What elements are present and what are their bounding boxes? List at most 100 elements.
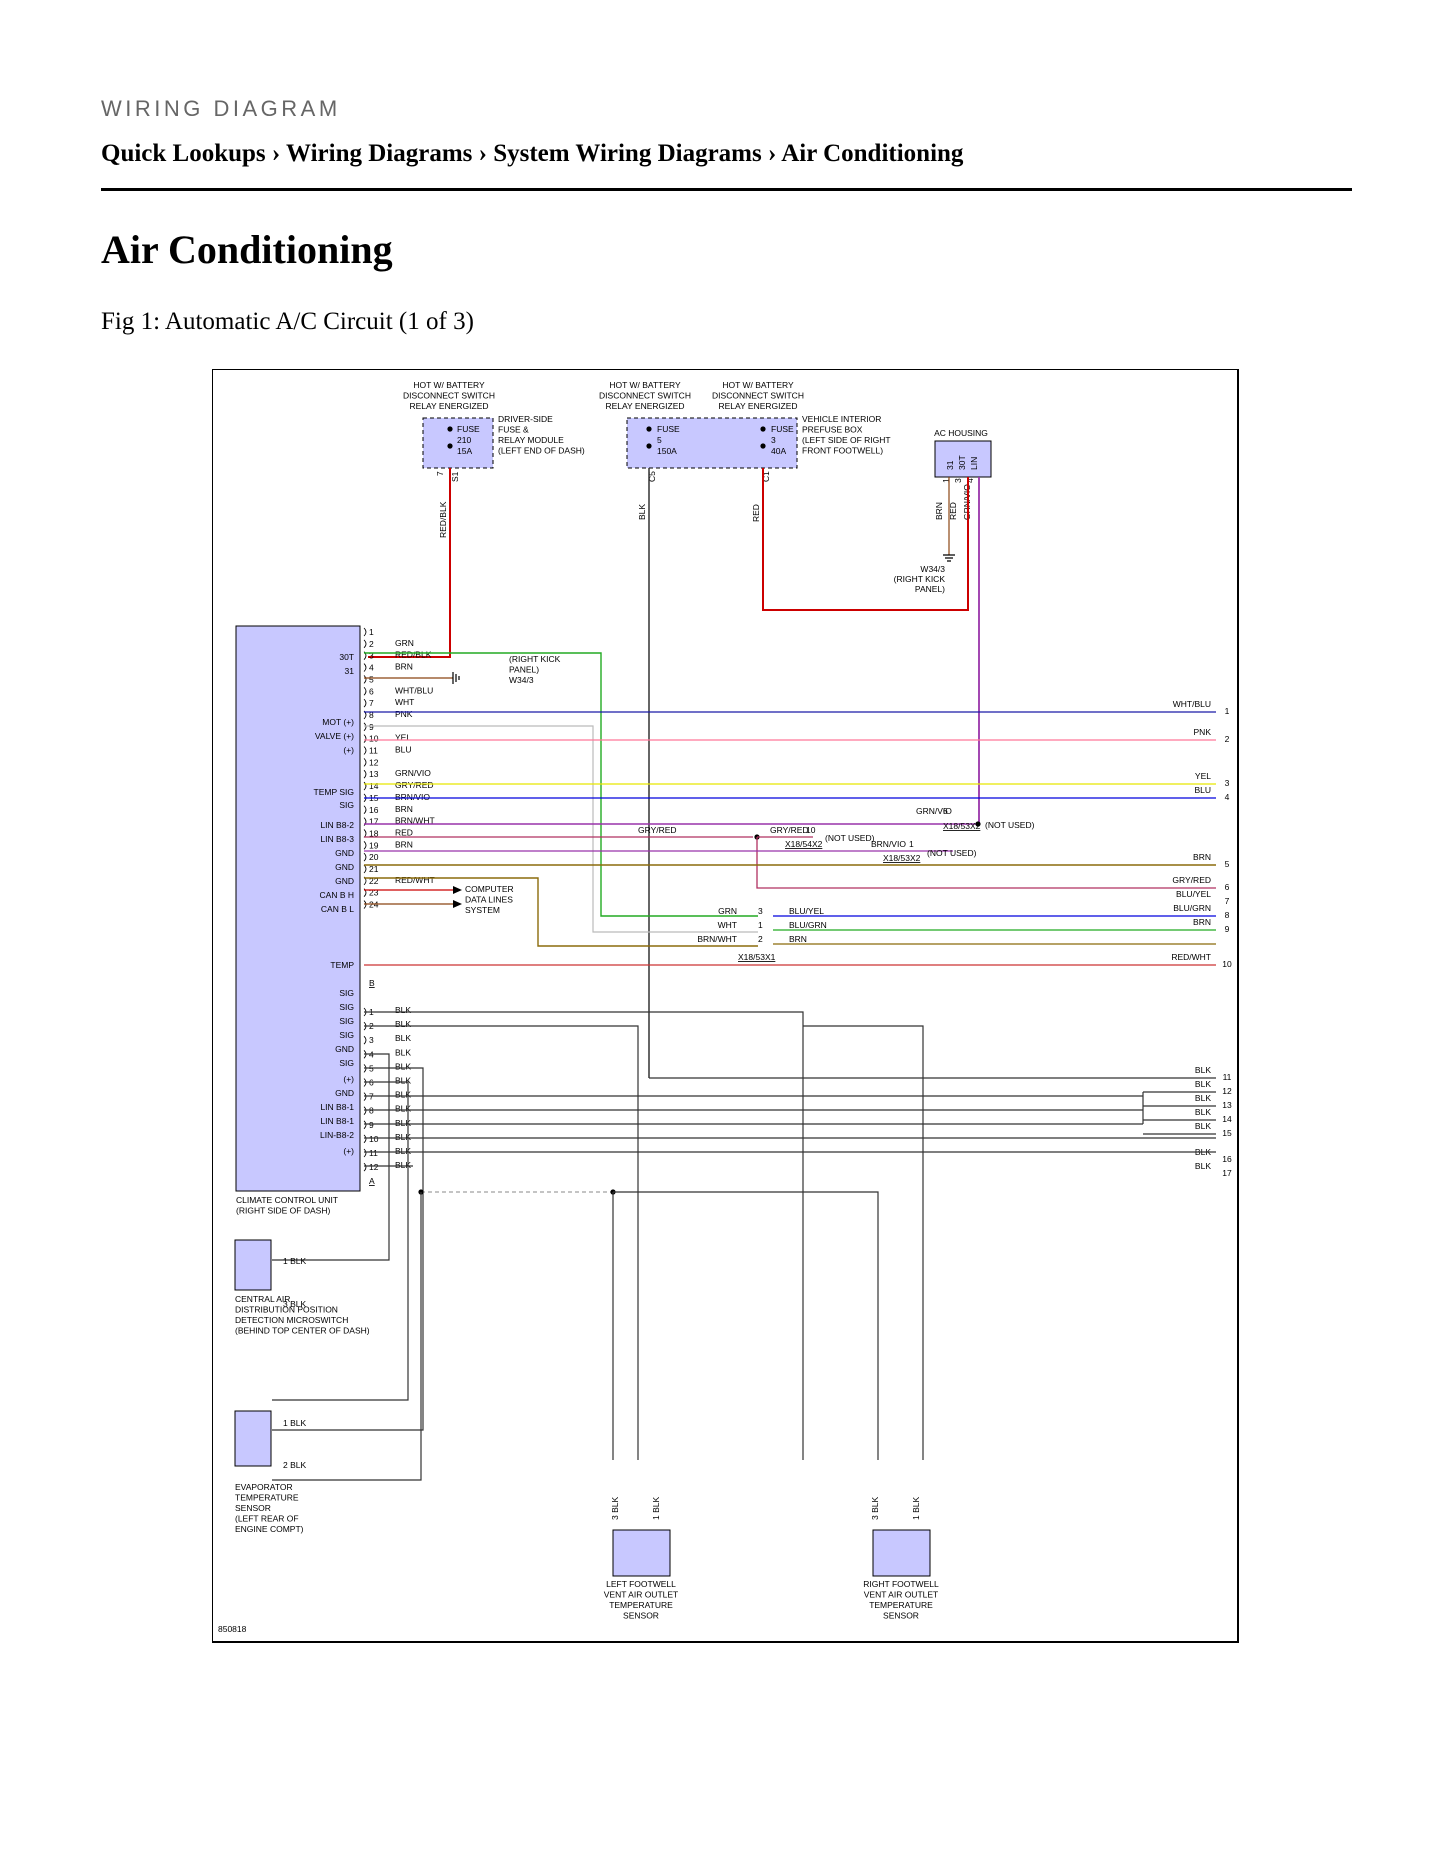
pin-number: 8 [369,710,374,720]
wire-color-label: BLU [1194,785,1211,795]
wire-blk [803,1025,924,1460]
left-footwell-caption: TEMPERATURE [609,1600,673,1610]
connector-id: C5 [647,471,657,482]
ccu-pin-function: LIN B8-1 [320,1116,354,1126]
wire-color-label: BLU/GRN [1173,903,1211,913]
splice-dot [975,821,981,827]
connector-bracket [363,769,367,779]
connector-number: 7 [1225,896,1230,906]
wire-color-label: BLK [395,1104,411,1114]
wire-color-label: BRN [934,502,944,520]
ac-housing-title: AC HOUSING [934,428,988,438]
wire-color-label: BLK [1195,1107,1211,1117]
wire-color-label: BLK [637,504,647,520]
ccu-pin-function: GND [335,1044,354,1054]
pin-label: 2 BLK [283,1460,306,1470]
ac-housing-pin: 30T [957,455,967,470]
ccu-pin-function: LIN B8-3 [320,834,354,844]
wire-blk [272,1053,390,1261]
fuse-label: FUSE [657,424,680,434]
fuse-terminal [447,443,453,449]
breadcrumb-item-wiring-diagrams[interactable]: Wiring Diagrams [286,140,473,167]
wire-color-label: BRN [395,839,413,849]
ccu-pin-function: CAN B H [320,890,354,900]
right-footwell-sensor-box [872,1529,931,1577]
pin-number: 10 [806,825,816,835]
microswitch-caption: (BEHIND TOP CENTER OF DASH) [235,1326,370,1336]
computer-data-lines-label: DATA LINES [465,895,513,905]
figure-caption: Fig 1: Automatic A/C Circuit (1 of 3) [101,308,474,335]
breadcrumb-item-system-wiring-diagrams[interactable]: System Wiring Diagrams [493,140,762,167]
fuse-box-desc: (LEFT END OF DASH) [498,446,585,456]
prefuse-box [626,417,798,469]
wire-color-label: BLK [395,1005,411,1015]
pin-label: 3 BLK [283,1299,306,1309]
ccu-pin-function: (+) [343,1074,354,1084]
wire-color-label: BRN/WHT [395,816,435,826]
hot-label: DISCONNECT SWITCH [599,391,691,401]
fuse-box-desc: DRIVER-SIDE [498,414,553,424]
connector-bracket [363,639,367,649]
pin-number: 1 [909,839,914,849]
left-footwell-caption: LEFT FOOTWELL [606,1579,676,1589]
pin-number: 17 [369,817,379,827]
connector-bracket [363,746,367,755]
wire-color-label: BRN/VIO [395,792,430,802]
hot-label: HOT W/ BATTERY [722,380,794,390]
connector-number: 16 [1222,1154,1232,1164]
connector-bracket [363,781,367,791]
ac-housing-pin: 31 [945,460,955,470]
wire-color-label: BLK [395,1033,411,1043]
wire-color-label: YEL [1195,771,1211,781]
connector-bracket [363,698,367,708]
connector-id: S1 [450,471,460,482]
connector-bracket [363,1035,367,1045]
wire-color-label: WHT/BLU [1173,699,1211,709]
fuse-label: 15A [457,446,472,456]
wire-color-label: RED/WHT [1171,952,1211,962]
wire-color-label: BLK [395,1160,411,1170]
wire-color-label: BLK [395,1118,411,1128]
pin-number: 3 [953,478,963,483]
pin-label: 1 BLK [283,1418,306,1428]
fuse-box-desc: RELAY MODULE [498,435,564,445]
left-footwell-caption: SENSOR [623,1611,659,1621]
ccu-pin-function: GND [335,848,354,858]
wire-color-label: BLU/YEL [789,906,824,916]
pin-number: 2 [758,934,763,944]
microswitch-box [234,1239,272,1291]
wire-color-label: GRY/RED [770,825,809,835]
page-title: Air Conditioning [101,227,393,272]
connector-id: C1 [761,471,771,482]
wire-color-label: PNK [1194,727,1212,737]
wire-color-label: BLK [395,1132,411,1142]
connector-number: 15 [1222,1128,1232,1138]
pin-number: 11 [369,1148,378,1158]
pin-number: 14 [369,781,379,791]
connector-number: 12 [1222,1086,1232,1096]
header-divider [101,188,1352,191]
right-footwell-caption: RIGHT FOOTWELL [863,1579,939,1589]
evaporator-sensor-box [234,1410,272,1467]
ccu-pin-function: 30T [339,652,354,662]
wire-color-label: BLK [1195,1065,1211,1075]
pin-label: 3 BLK [870,1497,880,1520]
ccu-pin-function: TEMP [330,960,354,970]
connector-number: 11 [1223,1072,1232,1082]
ccu-pin-function: 31 [345,666,355,676]
microswitch-caption: DISTRIBUTION POSITION [235,1305,338,1315]
pin-number: 12 [369,757,379,767]
hot-label: RELAY ENERGIZED [718,401,797,411]
pin-number: 13 [369,769,379,779]
fuse-label: 3 [771,435,776,445]
pin-number: 6 [369,686,374,696]
left-footwell-sensor-box [612,1529,671,1577]
breadcrumb: Quick Lookups › Wiring Diagrams › System… [101,140,963,168]
wire-color-label: GRY/RED [638,825,677,835]
pin-number: 3 [758,906,763,916]
connector-number: 2 [1225,734,1230,744]
wire-blk [364,1025,639,1460]
connector-number: 9 [1225,924,1230,934]
wire-color-label: WHT/BLU [395,685,433,695]
breadcrumb-item-quick-lookups[interactable]: Quick Lookups [101,140,266,167]
